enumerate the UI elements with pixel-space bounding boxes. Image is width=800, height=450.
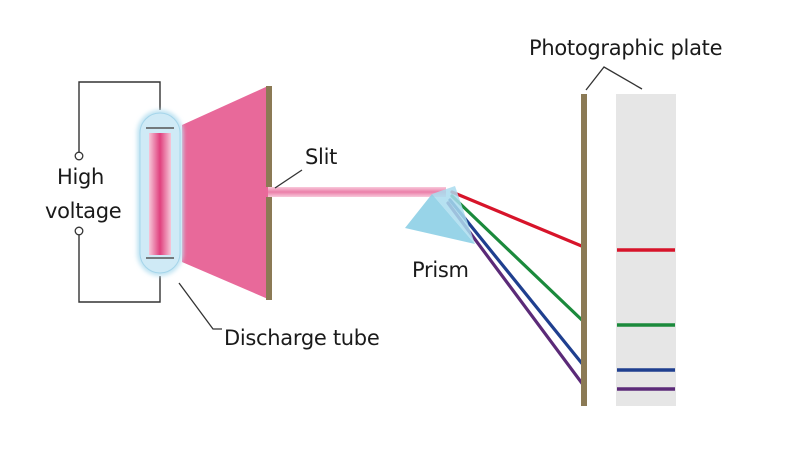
photographic-plate-edge <box>581 94 587 406</box>
dispersed-rays <box>446 190 586 388</box>
terminal-bottom <box>74 226 84 236</box>
prism-top <box>432 186 475 244</box>
label-prism: Prism <box>412 258 469 282</box>
label-discharge-tube: Discharge tube <box>224 326 380 350</box>
leader-plate <box>585 66 643 91</box>
label-high: High <box>57 165 105 189</box>
light-cone <box>182 86 268 299</box>
leader-slit <box>274 169 303 189</box>
label-voltage: voltage <box>45 199 122 223</box>
ray-green <box>450 194 586 324</box>
label-photographic-plate: Photographic plate <box>529 36 723 60</box>
wire-bottom <box>78 232 161 303</box>
leader-tube <box>178 282 222 330</box>
terminal-top <box>74 151 84 161</box>
label-slit: Slit <box>305 145 338 169</box>
wire-top <box>78 81 161 152</box>
leader-lines <box>178 66 643 330</box>
slit-plate-lower <box>266 197 272 300</box>
ray-red <box>450 190 586 249</box>
slit-plate-upper <box>266 86 272 187</box>
circuit-wires <box>78 81 161 303</box>
discharge-tube <box>137 110 183 276</box>
tube-core <box>149 133 171 255</box>
light-beam <box>268 187 446 197</box>
prism <box>405 194 475 244</box>
ray-blue <box>448 198 586 368</box>
spectral-lines <box>617 248 675 391</box>
